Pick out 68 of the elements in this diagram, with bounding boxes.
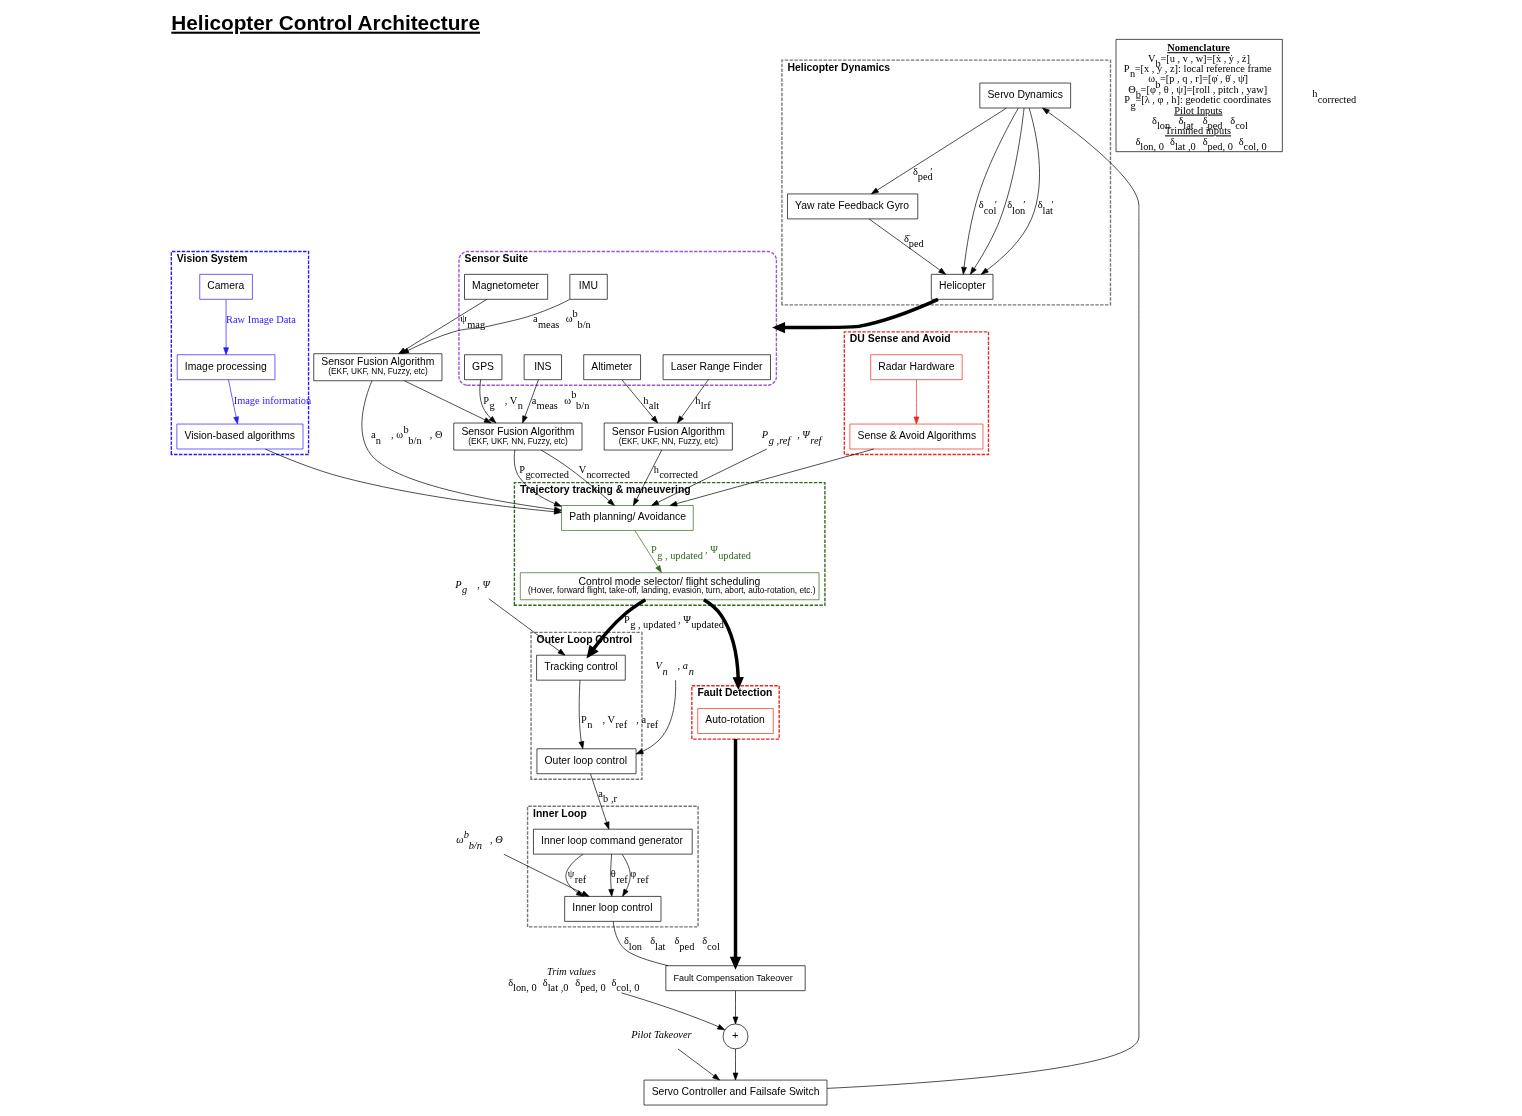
arrow	[540, 449, 615, 506]
arrow	[620, 992, 725, 1031]
arrow	[621, 379, 658, 424]
arrow	[503, 853, 589, 897]
node-box: INS	[523, 354, 562, 381]
arrow	[403, 380, 492, 424]
node-box: Yaw rate Feedback Gyro	[786, 193, 918, 220]
node-box: Camera	[198, 274, 253, 300]
arrow	[913, 379, 919, 425]
arrow	[586, 598, 646, 659]
arrow	[677, 1048, 720, 1081]
node-box: Altimeter	[582, 354, 641, 381]
arrow	[669, 448, 874, 507]
arrow	[607, 853, 614, 897]
arrow	[487, 598, 565, 656]
node-box: Auto-rotation	[696, 708, 774, 734]
arrow	[969, 107, 1024, 275]
node-box: Inner loop control	[563, 896, 661, 922]
arrow	[621, 853, 631, 897]
edge-label: Image information	[233, 395, 311, 407]
arrow	[635, 679, 676, 755]
arrow	[702, 598, 744, 691]
diagram-title: Helicopter Control Architecture	[170, 10, 480, 34]
arrow	[650, 448, 767, 506]
node-box: Sensor Fusion Algorithm (EKF, UKF, NN, Fuzzy, etc)	[312, 353, 442, 382]
node-box: Control mode selector/ flight scheduling (Hover, forward flight, take-off, landing, evasion, turn, abort, auto-rotation, etc.)	[519, 572, 819, 601]
node-box: Vision-based algorithms	[176, 423, 303, 450]
node-box: Outer loop control	[536, 748, 636, 775]
connector	[612, 921, 669, 967]
arrow	[513, 449, 562, 507]
arrow	[589, 773, 609, 830]
arrow	[729, 739, 741, 970]
node-box: Sense & Avoid Algorithms	[849, 423, 983, 450]
node-box: Laser Range Finder	[662, 354, 771, 381]
node-box: Path planning/ Avoidance	[560, 505, 694, 531]
arrow	[732, 990, 738, 1025]
arrow	[565, 853, 584, 897]
node-box: Radar Hardware	[869, 354, 962, 381]
arrow	[732, 1048, 738, 1081]
node-box: Servo Controller and Failsafe Switch	[643, 1079, 827, 1106]
arrow	[479, 379, 496, 424]
node-box: GPS	[463, 354, 502, 381]
node-box: Tracking control	[535, 654, 626, 681]
arrow	[634, 530, 662, 573]
node-circle: +	[722, 1023, 748, 1050]
arrow	[578, 679, 584, 749]
node-box: Fault Compensation Takeover	[665, 965, 805, 991]
arrow	[868, 218, 946, 275]
arrow	[521, 379, 539, 424]
node-box: Servo Dynamics	[979, 82, 1071, 109]
node-box: Image processing	[176, 354, 275, 381]
arrow	[826, 107, 1139, 1089]
node-box: Inner loop command generator	[532, 828, 693, 855]
node-box: Sensor Fusion Algorithm (EKF, UKF, NN, Fuzzy, etc)	[452, 422, 582, 451]
arrow	[632, 449, 662, 506]
node-box: Magnetometer	[463, 274, 548, 300]
arrow	[227, 379, 239, 425]
arrow	[771, 297, 939, 334]
arrow	[676, 379, 709, 424]
node-text: Pilot Takeover	[630, 1029, 692, 1041]
edge-label: Raw Image Data	[225, 313, 296, 325]
node-box: Helicopter	[930, 274, 993, 300]
node-box: IMU	[569, 274, 608, 300]
arrow	[980, 107, 1040, 275]
arrow	[870, 107, 1007, 195]
arrow	[960, 107, 1019, 275]
arrow	[222, 299, 229, 356]
node-box: Sensor Fusion Algorithm (EKF, UKF, NN, Fuzzy, etc)	[603, 422, 733, 451]
